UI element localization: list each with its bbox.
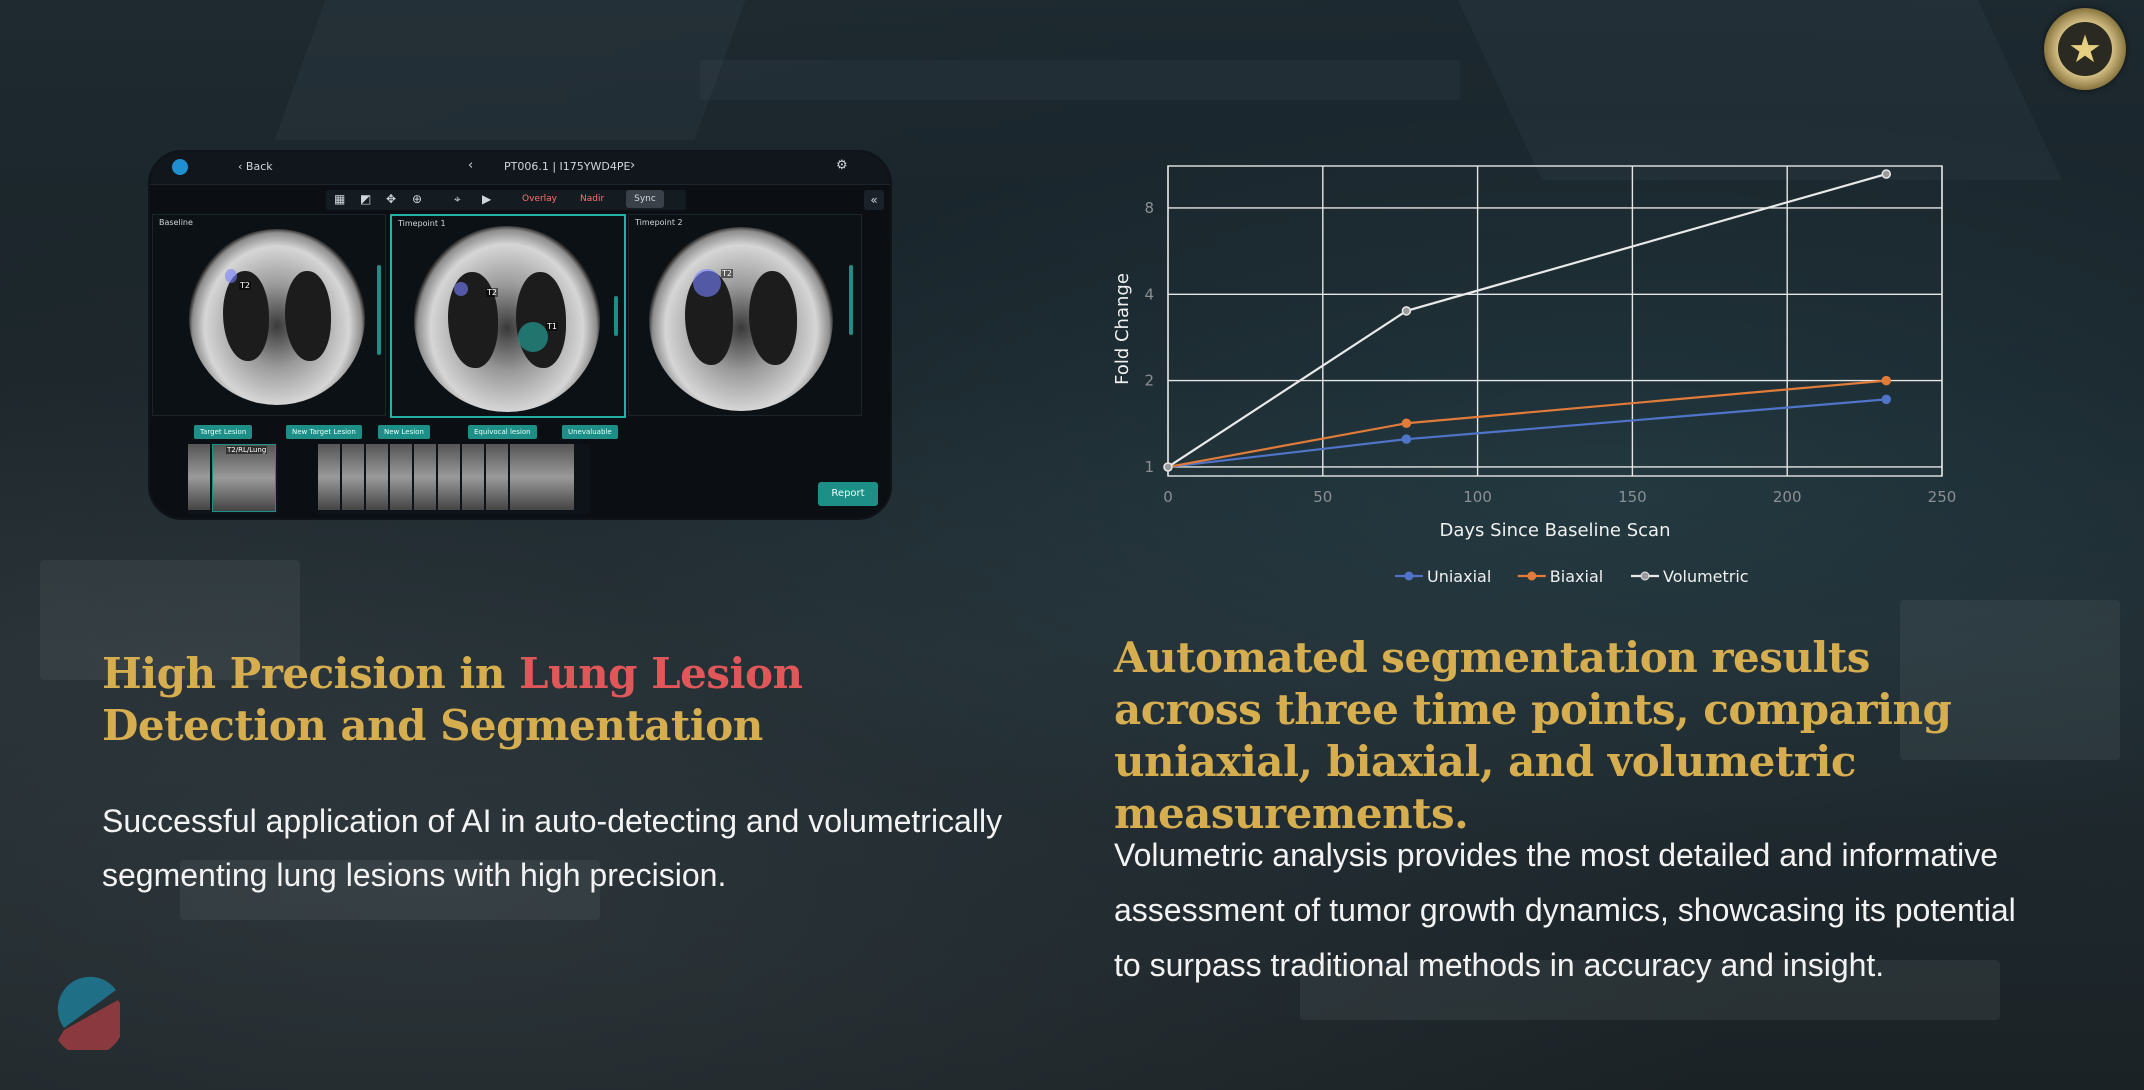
patient-id: PT006.1 | I175YWD4PE <box>504 160 631 173</box>
slice-slider[interactable] <box>614 296 618 336</box>
x-tick-label: 200 <box>1773 488 1802 506</box>
ct-scan-image: T2 T1 <box>414 226 600 412</box>
viewport-title: Timepoint 2 <box>635 218 683 227</box>
segmentation-app-screenshot: ‹ Back ‹ PT006.1 | I175YWD4PE › ⚙ ▦ ◩ ✥ … <box>148 150 892 520</box>
y-tick-label: 4 <box>1144 285 1154 303</box>
org-seal-logo: ★ <box>2044 8 2126 90</box>
data-point-volumetric <box>1401 306 1412 316</box>
y-tick-label: 1 <box>1144 458 1154 476</box>
thumbnail[interactable] <box>438 444 460 510</box>
x-axis-label: Days Since Baseline Scan <box>1440 520 1671 541</box>
tag-equivocal-lesion[interactable]: Equivocal lesion <box>468 425 537 439</box>
next-patient-button[interactable]: › <box>630 158 636 173</box>
ct-scan-image: T2 <box>649 227 833 411</box>
left-heading-pre: High Precision in <box>102 649 520 698</box>
x-tick-label: 150 <box>1618 488 1647 506</box>
thumbnail[interactable] <box>390 444 412 510</box>
timepoint-thumbnails <box>318 444 590 514</box>
tag-new-lesion[interactable]: New Lesion <box>378 425 430 439</box>
viewer-toolbar: ▦ ◩ ✥ ⊕ ⌖ ▶ <box>326 190 686 210</box>
gear-icon[interactable]: ⚙ <box>836 158 848 173</box>
x-tick-label: 0 <box>1163 488 1173 506</box>
overlay-toggle[interactable]: Overlay <box>522 194 557 204</box>
thumbnail[interactable] <box>318 444 340 510</box>
x-tick-label: 50 <box>1313 488 1332 506</box>
series-thumbnails: T2/RL/Lung <box>188 444 278 514</box>
ct-scan-image: T2 <box>189 229 365 405</box>
y-axis-label: Fold Change <box>1112 273 1133 385</box>
slice-slider[interactable] <box>377 265 381 355</box>
y-tick-label: 2 <box>1144 372 1154 390</box>
slice-slider[interactable] <box>849 265 853 335</box>
legend-marker <box>1640 571 1650 581</box>
play-icon[interactable]: ▶ <box>482 192 492 206</box>
legend-label: Biaxial <box>1550 567 1603 586</box>
pan-icon[interactable]: ✥ <box>386 192 397 206</box>
data-point-volumetric <box>1881 169 1892 179</box>
legend-marker <box>1527 571 1537 581</box>
viewport-baseline[interactable]: Baseline T2 <box>152 214 386 416</box>
lesion-label: T2 <box>721 269 733 278</box>
data-point-biaxial <box>1881 375 1892 386</box>
data-point-uniaxial <box>1881 394 1892 405</box>
y-tick-label: 8 <box>1144 199 1154 217</box>
sync-button[interactable]: Sync <box>626 190 664 208</box>
legend-label: Uniaxial <box>1427 567 1491 586</box>
viewport-title: Timepoint 1 <box>398 219 446 228</box>
prev-patient-button[interactable]: ‹ <box>468 158 474 173</box>
left-heading-highlight: Lung Lesion <box>519 649 803 698</box>
collapse-icon[interactable]: « <box>864 190 884 210</box>
x-tick-label: 100 <box>1463 488 1492 506</box>
thumbnail[interactable] <box>342 444 364 510</box>
series-line-uniaxial <box>1167 398 1887 469</box>
thumbnail[interactable] <box>510 444 574 510</box>
plot-frame <box>1167 165 1943 477</box>
thumbnail[interactable] <box>212 444 276 512</box>
legend-marker <box>1404 571 1414 581</box>
report-button[interactable]: Report <box>818 482 878 506</box>
viewport-timepoint-1[interactable]: Timepoint 1 T2 T1 <box>390 214 626 418</box>
app-logo-icon <box>172 159 188 175</box>
zoom-icon[interactable]: ⊕ <box>412 192 423 206</box>
star-icon: ★ <box>2058 22 2112 76</box>
crosshair-icon[interactable]: ⌖ <box>454 192 461 206</box>
thumbnail[interactable] <box>188 444 210 510</box>
viewport-title: Baseline <box>159 218 193 227</box>
back-button[interactable]: ‹ Back <box>238 160 273 173</box>
data-point-biaxial <box>1401 418 1412 429</box>
right-heading: Automated segmentation results across th… <box>1114 633 1952 838</box>
lesion-label: T1 <box>546 322 558 331</box>
series-line-volumetric <box>1167 172 1887 468</box>
x-tick-label: 250 <box>1928 488 1957 506</box>
nadir-toggle[interactable]: Nadir <box>580 194 605 204</box>
thumbnail[interactable] <box>414 444 436 510</box>
brand-mark-logo <box>57 976 120 1050</box>
thumbnail[interactable] <box>486 444 508 510</box>
left-body: Successful application of AI in auto-det… <box>102 803 1003 893</box>
right-body: Volumetric analysis provides the most de… <box>1114 837 2016 983</box>
tag-unevaluable[interactable]: Unevaluable <box>562 425 618 439</box>
data-point-volumetric <box>1163 462 1173 472</box>
grid-icon[interactable]: ▦ <box>334 192 346 206</box>
data-point-uniaxial <box>1401 434 1412 444</box>
thumbnail[interactable] <box>366 444 388 510</box>
legend-label: Volumetric <box>1663 567 1749 586</box>
lesion-label: T2 <box>239 281 251 290</box>
app-topbar: ‹ Back ‹ PT006.1 | I175YWD4PE › ⚙ <box>150 152 890 185</box>
tag-target-lesion[interactable]: Target Lesion <box>194 425 253 439</box>
thumbnail-caption: T2/RL/Lung <box>226 446 268 454</box>
viewport-timepoint-2[interactable]: Timepoint 2 T2 <box>628 214 862 416</box>
left-heading: High Precision in Lung Lesion Detection … <box>102 648 1002 752</box>
chevron-left-icon: ‹ <box>238 160 246 173</box>
tag-new-target-lesion[interactable]: New Target Lesion <box>286 425 362 439</box>
contrast-icon[interactable]: ◩ <box>360 192 372 206</box>
left-heading-post: Detection and Segmentation <box>102 701 763 750</box>
thumbnail[interactable] <box>462 444 484 510</box>
lesion-label: T2 <box>486 288 498 297</box>
